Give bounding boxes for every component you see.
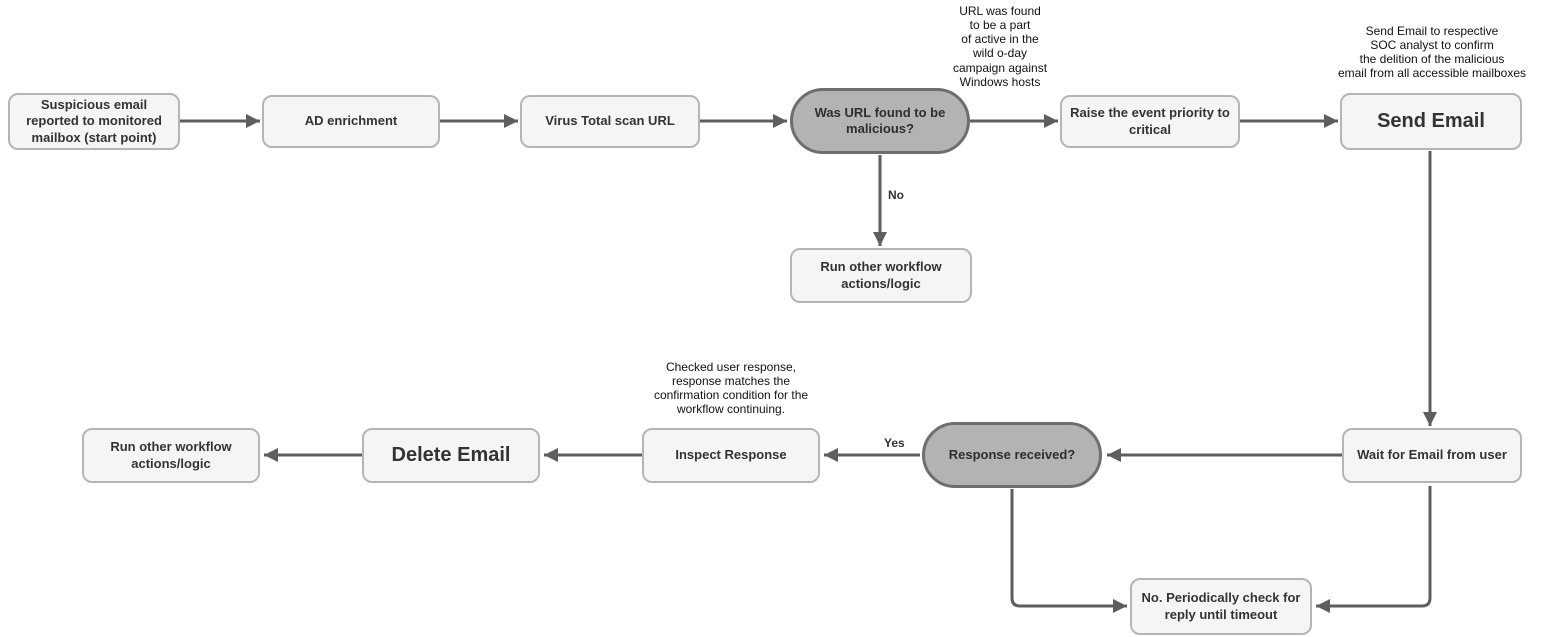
node-virus-total-scan: Virus Total scan URL <box>520 95 700 148</box>
edge-label-no: No <box>888 188 904 202</box>
annotation-send-email: Send Email to respective SOC analyst to … <box>1337 24 1527 81</box>
annotation-checked-response: Checked user response, response matches … <box>653 360 809 417</box>
node-delete-email: Delete Email <box>362 428 540 483</box>
node-url-malicious-decision: Was URL found to be malicious? <box>790 88 970 154</box>
node-run-other-workflow-top: Run other workflow actions/logic <box>790 248 972 303</box>
node-start: Suspicious email reported to monitored m… <box>8 93 180 150</box>
node-ad-enrichment: AD enrichment <box>262 95 440 148</box>
annotation-url-campaign: URL was found to be a part of active in … <box>952 4 1048 89</box>
arrow-response-to-periodic <box>1010 489 1127 613</box>
node-inspect-response: Inspect Response <box>642 428 820 483</box>
node-raise-priority: Raise the event priority to critical <box>1060 95 1240 148</box>
node-periodic-check: No. Periodically check for reply until t… <box>1130 578 1312 635</box>
edge-label-yes: Yes <box>884 436 905 450</box>
node-wait-for-email: Wait for Email from user <box>1342 428 1522 483</box>
node-response-received-decision: Response received? <box>922 422 1102 488</box>
node-send-email: Send Email <box>1340 93 1522 150</box>
node-run-other-workflow-bottom: Run other workflow actions/logic <box>82 428 260 483</box>
arrow-wait-to-periodic <box>1316 486 1432 613</box>
